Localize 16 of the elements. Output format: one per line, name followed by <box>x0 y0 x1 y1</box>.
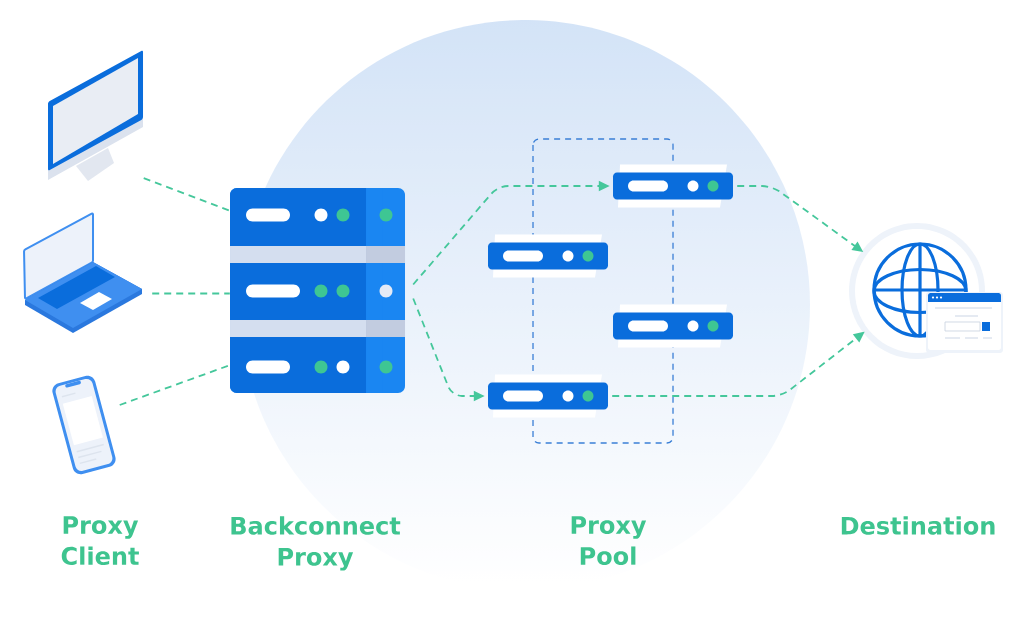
server-picture <box>613 304 733 348</box>
server-rack-picture <box>230 188 405 393</box>
dashed-line <box>118 364 231 406</box>
laptop-picture <box>23 212 142 333</box>
dashed-line <box>151 292 231 295</box>
column-label: Backconnect Proxy <box>231 516 401 571</box>
server-picture <box>488 374 608 418</box>
server-picture <box>613 164 733 208</box>
column-label: Destination <box>841 516 995 535</box>
phone-picture <box>52 375 116 475</box>
globe-picture <box>849 223 1003 359</box>
dashed-line <box>142 177 231 212</box>
column-label: Proxy Pool <box>571 516 647 566</box>
monitor-picture <box>48 50 143 181</box>
column-label: Proxy Client <box>61 516 139 566</box>
server-picture <box>488 234 608 278</box>
